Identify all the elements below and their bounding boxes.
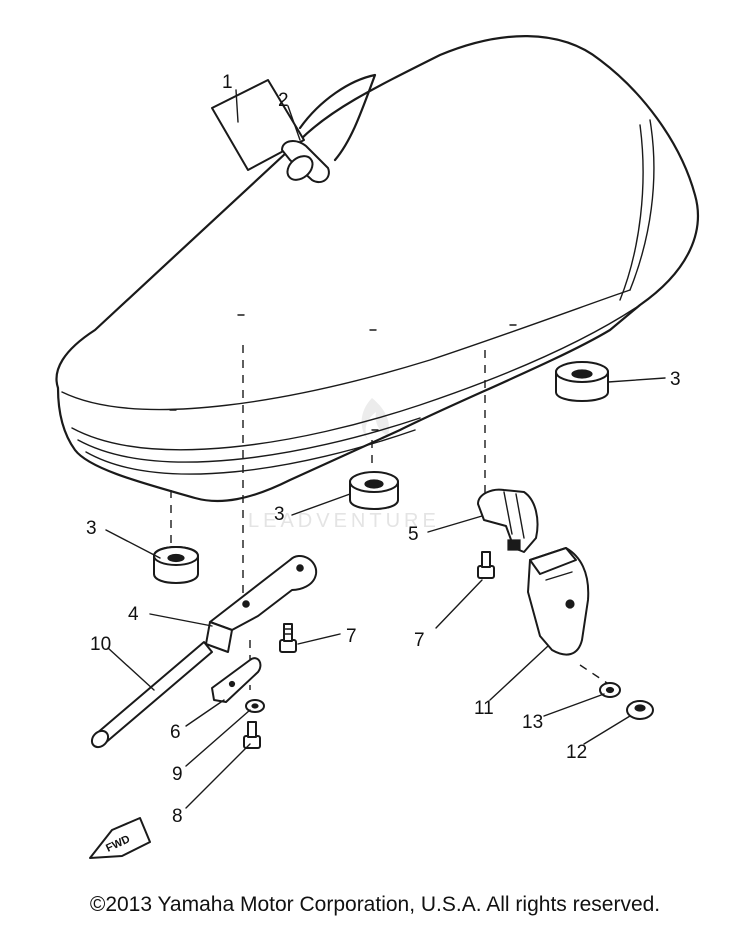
seat (55, 35, 699, 503)
callout-5: 5 (408, 524, 419, 545)
washer-part-9 (245, 699, 265, 713)
callout-1: 1 (222, 72, 233, 93)
callout-4: 4 (128, 604, 139, 625)
forward-arrow-icon: FWD (89, 817, 151, 859)
callout-numbers: 1 2 3 3 3 4 5 6 7 7 8 9 10 11 13 12 (86, 72, 681, 827)
seat-label-part-1 (211, 79, 305, 171)
damper-rubber-right (555, 361, 609, 402)
watermark-text: LEADVENTURE (248, 510, 440, 532)
callout-10: 10 (90, 634, 111, 655)
callout-3-left: 3 (86, 518, 97, 539)
callout-7-left: 7 (346, 626, 357, 647)
seat-bracket-part-4 (205, 555, 318, 653)
callout-3-middle: 3 (274, 504, 285, 525)
seat-roll-part-2 (281, 140, 330, 184)
callout-11: 11 (474, 698, 494, 719)
callout-8: 8 (172, 806, 183, 827)
callout-2: 2 (278, 90, 289, 111)
bolt-part-8 (243, 721, 261, 749)
nut-part-12 (626, 700, 654, 720)
bolt-part-7-left (279, 623, 297, 653)
pin-rod-part-10 (90, 641, 213, 749)
damper-rubber-left (153, 546, 199, 584)
seat-lock-part-11 (527, 547, 590, 656)
damper-rubber-middle (349, 471, 399, 510)
bracket-part-6 (211, 657, 262, 703)
callout-12: 12 (566, 742, 587, 763)
leader-lines (105, 89, 666, 809)
callout-13: 13 (522, 712, 543, 733)
callout-9: 9 (172, 764, 183, 785)
washer-part-13 (599, 682, 621, 698)
callout-6: 6 (170, 722, 181, 743)
bolt-part-7-right (477, 551, 495, 579)
callout-7-right: 7 (414, 630, 425, 651)
callout-3-right: 3 (670, 369, 681, 390)
copyright-notice: ©2013 Yamaha Motor Corporation, U.S.A. A… (89, 893, 661, 916)
seat-hinge-part-5 (477, 488, 539, 553)
assembly-lines (170, 345, 611, 690)
